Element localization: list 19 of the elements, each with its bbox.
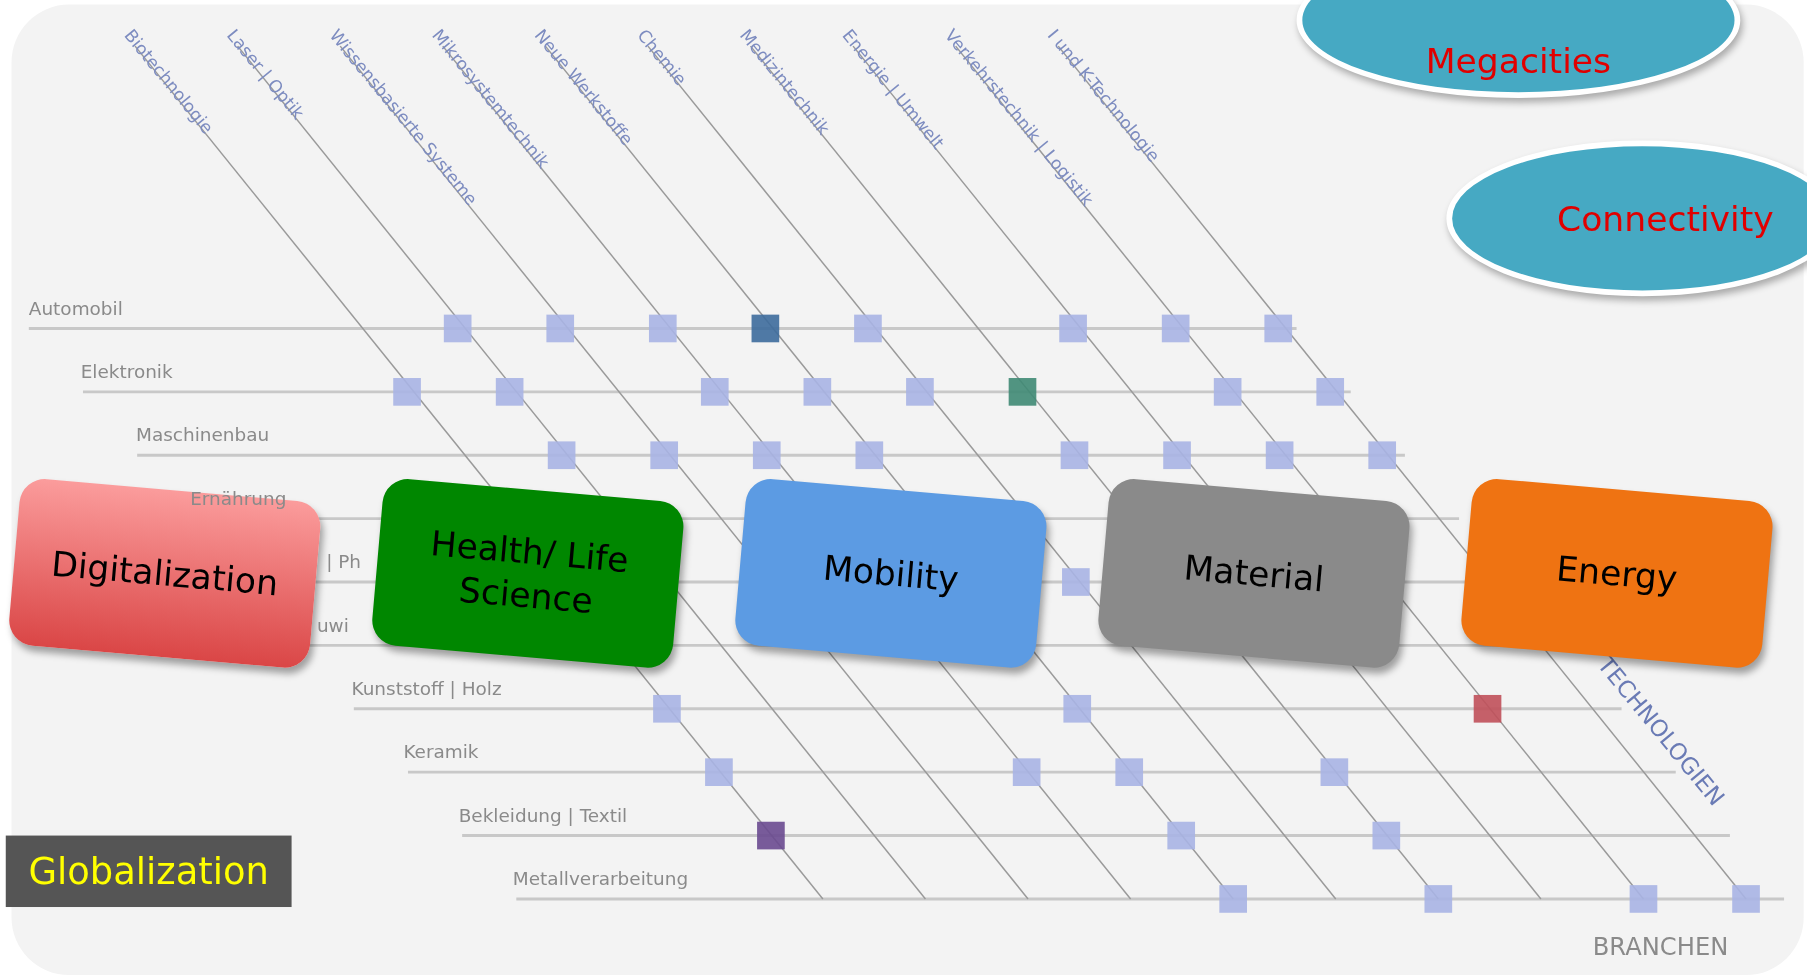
topic-text: Health/ Life Science [428, 521, 632, 623]
topic-box [5, 835, 292, 907]
industry-label: Kunststoff | Holz [351, 677, 502, 700]
industry-label: Bekleidung | Textil [458, 804, 628, 827]
axis-label: BRANCHEN [1592, 933, 1729, 962]
topic-text: Megacities [1425, 40, 1612, 81]
topic-text: Connectivity [1557, 198, 1774, 239]
industry-label: Maschinenbau [136, 424, 270, 446]
industry-label: Automobil [28, 297, 123, 320]
industry-label: Elektronik [80, 360, 173, 383]
topic-text: Material [1182, 545, 1326, 601]
industry-label: | Ph [326, 550, 362, 573]
topic-text: Mobility [821, 546, 961, 601]
topic-text: Globalization [28, 848, 269, 895]
industry-label: uwi [316, 614, 349, 637]
topic-text: Digitalization [49, 542, 280, 605]
topic-text: Energy [1554, 546, 1680, 601]
industry-label: Metallverarbeitung [512, 867, 689, 890]
industry-label: Keramik [403, 741, 479, 763]
